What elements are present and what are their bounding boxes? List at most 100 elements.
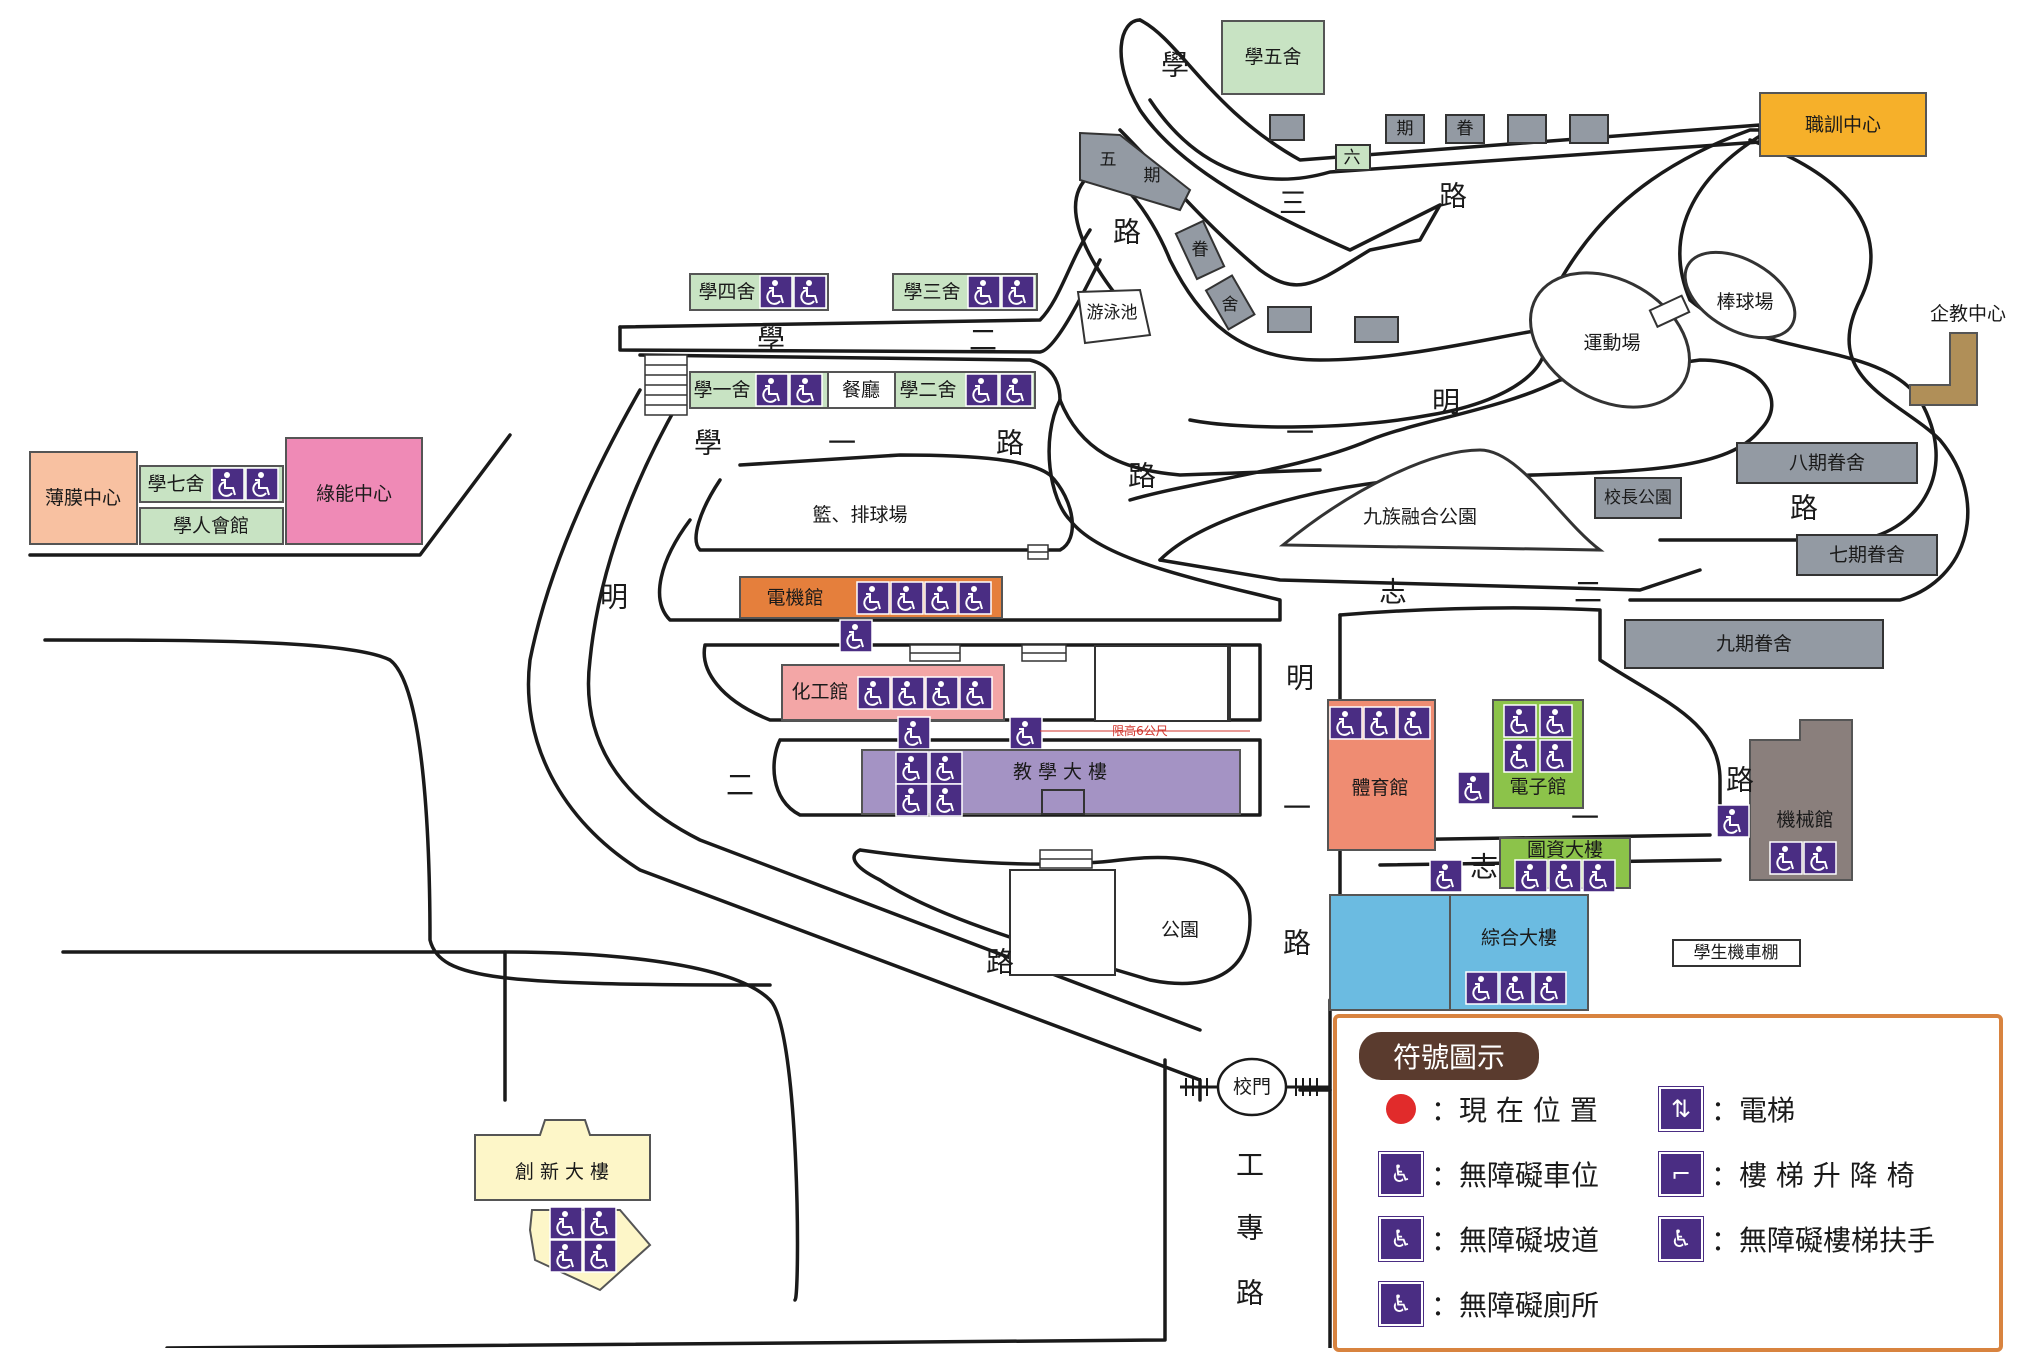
svg-text:一: 一 [1571, 802, 1599, 835]
building-jiu-zu-park[interactable]: 九族融合公園 [1278, 448, 1605, 552]
building-lan-pai[interactable]: 籃、排球場 [812, 504, 907, 526]
building-xue-wu-she[interactable]: 學五舍 [1221, 20, 1325, 95]
svg-text:校長公園: 校長公園 [1604, 488, 1672, 508]
building-dian-zi[interactable]: 電子館 [1457, 699, 1584, 809]
svg-text:三: 三 [1279, 187, 1307, 220]
building-xue-si-she[interactable]: 學四舍 [689, 273, 829, 311]
building-jiao-xue[interactable]: 教 學 大 樓 [861, 749, 1241, 817]
building-jiu-qi-juan[interactable]: 九期眷舍 [1624, 619, 1884, 669]
building-juan-block: 眷 [1445, 114, 1485, 144]
svg-text:綜合大樓: 綜合大樓 [1481, 927, 1557, 949]
svg-text:一: 一 [1286, 417, 1314, 450]
building-tu-zi[interactable]: 圖資大樓 [1429, 837, 1631, 893]
building-zong-he[interactable]: 綜合大樓 [1329, 894, 1589, 1011]
building-wu-qi: 五 期 [1079, 131, 1192, 212]
building-xue-sheng-che[interactable]: 學生機車棚 [1672, 939, 1801, 967]
svg-text:學: 學 [757, 324, 785, 357]
legend-panel: 符號圖示 ：現 在 位 置 ♿ ：無障礙車位 ♿ ：無障礙坡道 ♿ ：無障礙廁所… [1333, 1014, 2003, 1352]
svg-text:職訓中心: 職訓中心 [1805, 114, 1881, 136]
building-ji-xie[interactable]: 機械館 [1716, 719, 1853, 881]
stairs-mid [909, 544, 1093, 869]
building-yun-dong[interactable]: 運動場 [1506, 246, 1713, 435]
building-zhi-xun[interactable]: 職訓中心 [1759, 92, 1927, 157]
building-xue-ren-hui[interactable]: 學人會館 [139, 507, 284, 545]
legend-handrail: ♿ ：無障礙樓梯扶手 [1658, 1216, 1935, 1262]
legend-parking-label: ：無障礙車位 [1431, 1159, 1600, 1192]
building-xue-qi-she[interactable]: 學七舍 [139, 465, 284, 503]
svg-text:學人會館: 學人會館 [173, 515, 249, 537]
svg-text:體育館: 體育館 [1351, 777, 1408, 799]
building-qi-block: 期 [1385, 114, 1425, 144]
svg-text:明: 明 [1286, 662, 1314, 695]
svg-text:籃、排球場: 籃、排球場 [812, 504, 907, 526]
building-xiao-zhang[interactable]: 校長公園 [1594, 477, 1682, 519]
current-location-icon [1386, 1094, 1416, 1124]
legend-current: ：現 在 位 置 [1379, 1086, 1598, 1132]
svg-text:一: 一 [1283, 792, 1311, 825]
svg-text:電子館: 電子館 [1509, 776, 1566, 798]
block-jiao-xue-annex [1009, 645, 1231, 976]
road-labels: 學 三 路 路 學 二 學 一 路 一 明 路 明 二 路 志 二 路 明 一 … [600, 49, 1818, 1310]
svg-text:公園: 公園 [1161, 919, 1199, 941]
building-lu-neng[interactable]: 綠能中心 [285, 437, 423, 545]
building-chuang-xin[interactable]: 創 新 大 樓 [474, 1119, 652, 1292]
svg-text:八期眷舍: 八期眷舍 [1789, 452, 1865, 474]
svg-text:學四舍: 學四舍 [698, 281, 755, 303]
building-hua-gong[interactable]: 化工館 [781, 664, 1043, 750]
dorm-blocks-top [1267, 114, 1609, 343]
building-xue-yi-row[interactable]: 學一舍 餐廳 學二舍 [689, 371, 1036, 409]
svg-text:學生機車棚: 學生機車棚 [1694, 943, 1779, 963]
svg-text:眷: 眷 [1192, 240, 1209, 260]
svg-text:薄膜中心: 薄膜中心 [45, 487, 121, 509]
svg-text:二: 二 [726, 769, 754, 802]
svg-text:路: 路 [1790, 492, 1818, 525]
svg-text:期: 期 [1397, 119, 1414, 139]
building-you-yong[interactable]: 游泳池 [1076, 288, 1152, 345]
svg-text:棒球場: 棒球場 [1716, 291, 1773, 313]
svg-text:明: 明 [1432, 386, 1460, 419]
toilet-icon: ♿ [1378, 1281, 1424, 1327]
svg-text:路: 路 [1236, 1277, 1264, 1310]
ramp-icon: ♿ [1378, 1216, 1424, 1262]
legend-elevator: ⇅ ：電梯 [1658, 1086, 1796, 1132]
building-qi-jiao[interactable]: 企教中心 [1909, 303, 2006, 406]
svg-text:九族融合公園: 九族融合公園 [1363, 506, 1477, 528]
svg-text:運動場: 運動場 [1583, 332, 1640, 354]
svg-text:九期眷舍: 九期眷舍 [1716, 633, 1792, 655]
svg-text:明: 明 [600, 581, 628, 614]
legend-current-label: ：現 在 位 置 [1431, 1094, 1598, 1127]
building-bang-qiu[interactable]: 棒球場 [1648, 235, 1810, 356]
building-bo-mo[interactable]: 薄膜中心 [29, 451, 138, 545]
svg-text:路: 路 [986, 946, 1014, 979]
svg-text:學五舍: 學五舍 [1244, 46, 1301, 68]
building-gong-yuan[interactable]: 公園 [1161, 919, 1199, 941]
legend-elevator-label: ：電梯 [1711, 1094, 1796, 1127]
svg-text:限高6公尺: 限高6公尺 [1112, 723, 1168, 738]
building-qi-qi-juan[interactable]: 七期眷舍 [1796, 534, 1938, 576]
svg-text:二: 二 [969, 324, 997, 357]
svg-text:化工館: 化工館 [791, 681, 848, 703]
stairs-xue-yi [644, 354, 688, 416]
svg-text:一: 一 [828, 427, 856, 460]
svg-text:六: 六 [1344, 148, 1361, 168]
legend-parking: ♿ ：無障礙車位 [1378, 1151, 1600, 1197]
building-ba-qi-juan[interactable]: 八期眷舍 [1736, 442, 1918, 484]
svg-text:工: 工 [1236, 1149, 1264, 1182]
legend-toilet-label: ：無障礙廁所 [1431, 1289, 1600, 1322]
svg-text:綠能中心: 綠能中心 [316, 483, 392, 505]
legend-ramp: ♿ ：無障礙坡道 [1378, 1216, 1599, 1262]
building-ti-yu[interactable]: 體育館 [1327, 699, 1436, 851]
svg-text:舍: 舍 [1222, 295, 1239, 315]
building-dian-ji[interactable]: 電機館 [739, 576, 1003, 653]
building-xue-san-she[interactable]: 學三舍 [892, 273, 1038, 311]
svg-text:專: 專 [1236, 1212, 1264, 1245]
svg-text:二: 二 [1574, 576, 1602, 609]
building-juan-she-diagonal: 眷 舍 [1174, 219, 1256, 331]
svg-text:路: 路 [1726, 764, 1754, 797]
school-gate[interactable]: 校門 [1180, 1057, 1330, 1117]
svg-text:學七舍: 學七舍 [147, 473, 204, 495]
svg-text:五: 五 [1100, 150, 1117, 170]
svg-text:學一舍: 學一舍 [693, 379, 750, 401]
svg-text:志: 志 [1470, 851, 1498, 884]
